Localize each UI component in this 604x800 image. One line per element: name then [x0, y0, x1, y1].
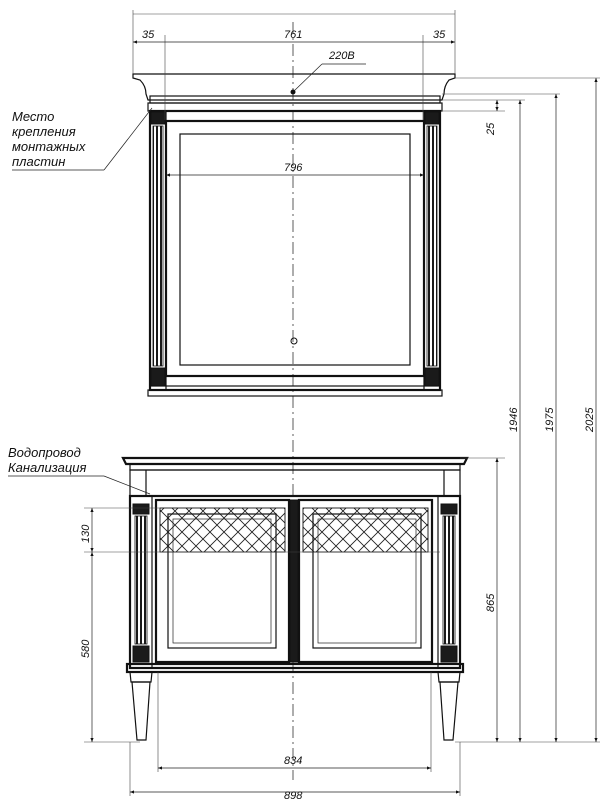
- dim-base-width: 898: [284, 790, 303, 800]
- mounting-label-line2: крепления: [12, 124, 76, 139]
- mounting-callout: Место крепления монтажных пластин: [12, 107, 153, 171]
- vanity-left-door: [154, 498, 291, 664]
- mounting-label-line3: монтажных: [12, 139, 86, 154]
- mounting-label-line4: пластин: [12, 154, 65, 169]
- vanity-left-pilaster-flutes: [134, 515, 148, 645]
- dim-top-right-offset: 35: [433, 29, 446, 41]
- mirror-switch-icon: [290, 337, 298, 345]
- water-supply-label: Водопровод: [8, 445, 81, 460]
- vanity-right-door: [297, 498, 434, 664]
- mounting-label-line1: Место: [12, 109, 54, 124]
- vanity-cabinet: [121, 456, 469, 741]
- dim-mirror-top-height: 2025: [584, 407, 596, 433]
- dim-cabinet-height: 865: [485, 593, 497, 612]
- vanity-countertop: [121, 456, 469, 466]
- dim-plumbing-height: 580: [80, 639, 92, 658]
- vanity-left-leg-taper: [131, 681, 151, 741]
- vanity-plinth: [125, 662, 465, 674]
- mirror-top-rail: [147, 102, 443, 112]
- mirror-left-pilaster-capital: [150, 111, 166, 125]
- vanity-right-pilaster-flutes: [442, 515, 456, 645]
- power-label: 220В: [328, 50, 355, 62]
- left-dimensions: 130 580: [80, 507, 440, 743]
- vanity-left-leg: [129, 671, 153, 683]
- mirror-glass: [179, 133, 411, 366]
- sewer-label: Канализация: [8, 460, 86, 475]
- vanity-right-pilaster-capital: [440, 503, 458, 515]
- mirror-frame-outer: [164, 119, 426, 378]
- mirror-bottom-shelf: [147, 389, 443, 397]
- dim-top-left-offset: 35: [142, 29, 155, 41]
- dim-top-gap: 25: [485, 122, 497, 136]
- dim-mirror-mid-height: 1975: [544, 407, 556, 432]
- vanity-right-door-panel: [312, 513, 422, 649]
- bottom-dimensions: 834 898: [129, 672, 461, 800]
- dim-mirror-bottom-height: 1946: [508, 407, 520, 432]
- dim-mirror-inner-width: 796: [284, 162, 303, 174]
- vanity-right-pilaster-base: [440, 645, 458, 663]
- mirror-right-pilaster-base: [424, 367, 440, 387]
- mirror-body: [148, 109, 442, 392]
- vanity-left-door-panel: [167, 513, 277, 649]
- mirror-right-pilaster-capital: [424, 111, 440, 125]
- dim-legs-span: 834: [284, 755, 302, 767]
- dim-plumbing-zone: 130: [80, 524, 92, 543]
- top-dimensions: 35 761 35 220В 796: [132, 10, 456, 177]
- vanity-left-pilaster-base: [132, 645, 150, 663]
- vanity-left-pilaster: [129, 495, 153, 669]
- vanity-right-leg-taper: [439, 681, 459, 741]
- vanity-left-pilaster-capital: [132, 503, 150, 515]
- vanity-center-stile: [289, 499, 299, 663]
- vanity-left-door-lattice: [159, 507, 286, 553]
- plumbing-callout: Водопровод Канализация: [8, 445, 151, 495]
- vanity-right-door-lattice: [302, 507, 429, 553]
- mirror-left-pilaster-flutes: [152, 125, 164, 367]
- vanity-right-pilaster: [437, 495, 461, 669]
- vanity-left-door-inner-panel: [172, 518, 272, 644]
- mirror-cabinet: [132, 73, 456, 397]
- mirror-right-pilaster-flutes: [426, 125, 438, 367]
- dim-top-width: 761: [284, 29, 302, 41]
- mirror-left-pilaster-base: [150, 367, 166, 387]
- vanity-upper-frame: [129, 469, 461, 497]
- vanity-right-door-inner-panel: [317, 518, 417, 644]
- right-dimensions: 25 865 1946 1975 2025: [442, 77, 600, 743]
- vanity-right-leg: [437, 671, 461, 683]
